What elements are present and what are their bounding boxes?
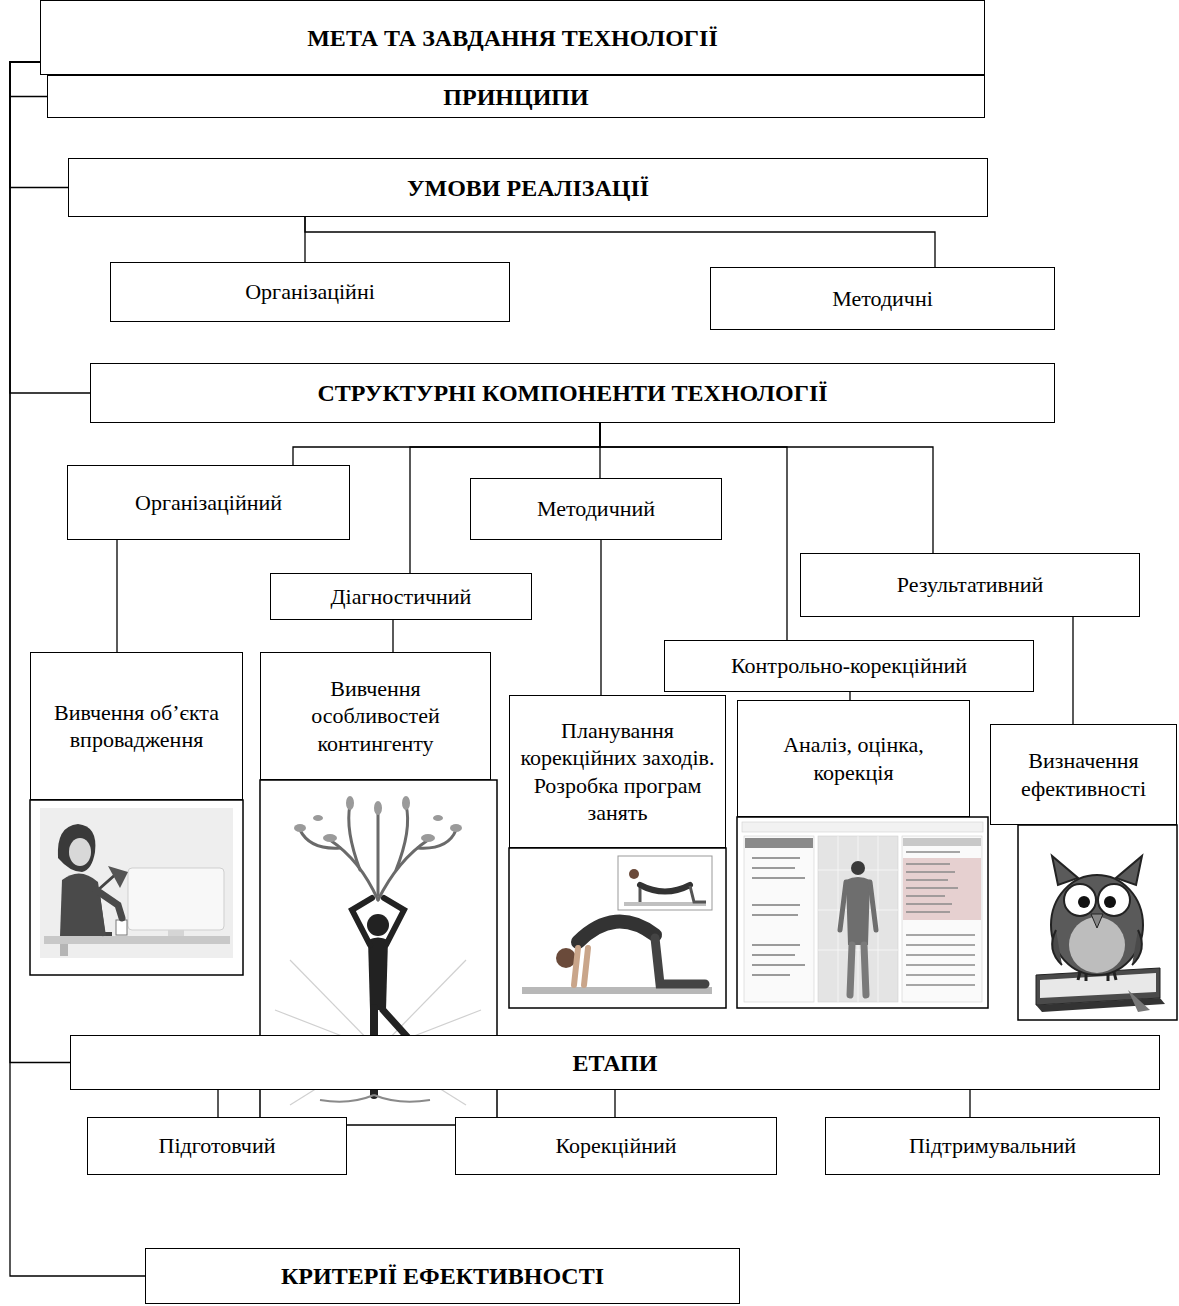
node-text: СТРУКТУРНІ КОМПОНЕНТИ ТЕХНОЛОГІЇ <box>317 378 827 408</box>
node-text: Організаційний <box>135 489 282 517</box>
node-text: Підготовчий <box>159 1132 276 1160</box>
section-box: МЕТА ТА ЗАВДАННЯ ТЕХНОЛОГІЇ <box>40 0 985 75</box>
component-box: Вивчення особливостей контингенту <box>260 652 491 780</box>
connector-line <box>116 540 117 652</box>
connector-line <box>392 620 393 652</box>
node-text: УМОВИ РЕАЛІЗАЦІЇ <box>407 173 649 203</box>
connector-line <box>614 1090 615 1117</box>
connector-line <box>305 217 935 267</box>
yoga-pose-photo <box>509 848 726 1008</box>
node-text: ПРИНЦИПИ <box>443 82 588 112</box>
woman-desk-illustration <box>30 800 243 975</box>
connector-line <box>600 540 601 695</box>
node-text: Аналіз, оцінка, корекція <box>746 731 961 786</box>
node-text: Результативний <box>897 571 1044 599</box>
component-box: Методичні <box>710 267 1055 330</box>
section-box: КРИТЕРІЇ ЕФЕКТИВНОСТІ <box>145 1248 740 1304</box>
section-box: СТРУКТУРНІ КОМПОНЕНТИ ТЕХНОЛОГІЇ <box>90 363 1055 423</box>
node-text: Вивчення особливостей контингенту <box>269 675 482 758</box>
node-text: ЕТАПИ <box>573 1048 658 1078</box>
section-box: ПРИНЦИПИ <box>47 75 985 118</box>
connector-line <box>217 1090 218 1117</box>
node-text: Корекційний <box>555 1132 676 1160</box>
node-text: Методичний <box>537 495 655 523</box>
component-box: Аналіз, оцінка, корекція <box>737 700 970 817</box>
section-box: УМОВИ РЕАЛІЗАЦІЇ <box>68 158 988 217</box>
section-box: ЕТАПИ <box>70 1035 1160 1090</box>
node-text: КРИТЕРІЇ ЕФЕКТИВНОСТІ <box>281 1261 604 1291</box>
connector-line <box>1072 617 1073 724</box>
component-box: Організаційні <box>110 262 510 322</box>
posture-software-screenshot <box>737 817 988 1008</box>
connector-line <box>849 692 850 700</box>
component-box: Методичний <box>470 478 722 540</box>
node-text: Методичні <box>832 285 933 313</box>
connector-line <box>293 423 600 465</box>
node-text: Діагностичний <box>331 583 472 611</box>
node-text: МЕТА ТА ЗАВДАННЯ ТЕХНОЛОГІЇ <box>307 23 718 53</box>
component-box: Діагностичний <box>270 573 532 620</box>
component-box: Планування корекційних заходів. Розробка… <box>509 695 726 848</box>
node-text: Організаційні <box>245 278 375 306</box>
node-text: Підтримувальний <box>909 1132 1076 1160</box>
component-box: Підготовчий <box>87 1117 347 1175</box>
component-box: Вивчення об’єкта впровадження <box>30 652 243 800</box>
owl-book-illustration <box>1018 825 1177 1020</box>
component-box: Результативний <box>800 553 1140 617</box>
connector-line <box>969 1090 970 1117</box>
connector-line <box>10 62 70 1063</box>
node-text: Вивчення об’єкта впровадження <box>39 699 234 754</box>
component-box: Підтримувальний <box>825 1117 1160 1175</box>
component-box: Визначення ефективності <box>990 724 1177 825</box>
component-box: Контрольно-корекційний <box>664 640 1034 692</box>
node-text: Контрольно-корекційний <box>731 652 967 680</box>
node-text: Визначення ефективності <box>999 747 1168 802</box>
component-box: Корекційний <box>455 1117 777 1175</box>
node-text: Планування корекційних заходів. Розробка… <box>518 717 717 827</box>
component-box: Організаційний <box>67 465 350 540</box>
